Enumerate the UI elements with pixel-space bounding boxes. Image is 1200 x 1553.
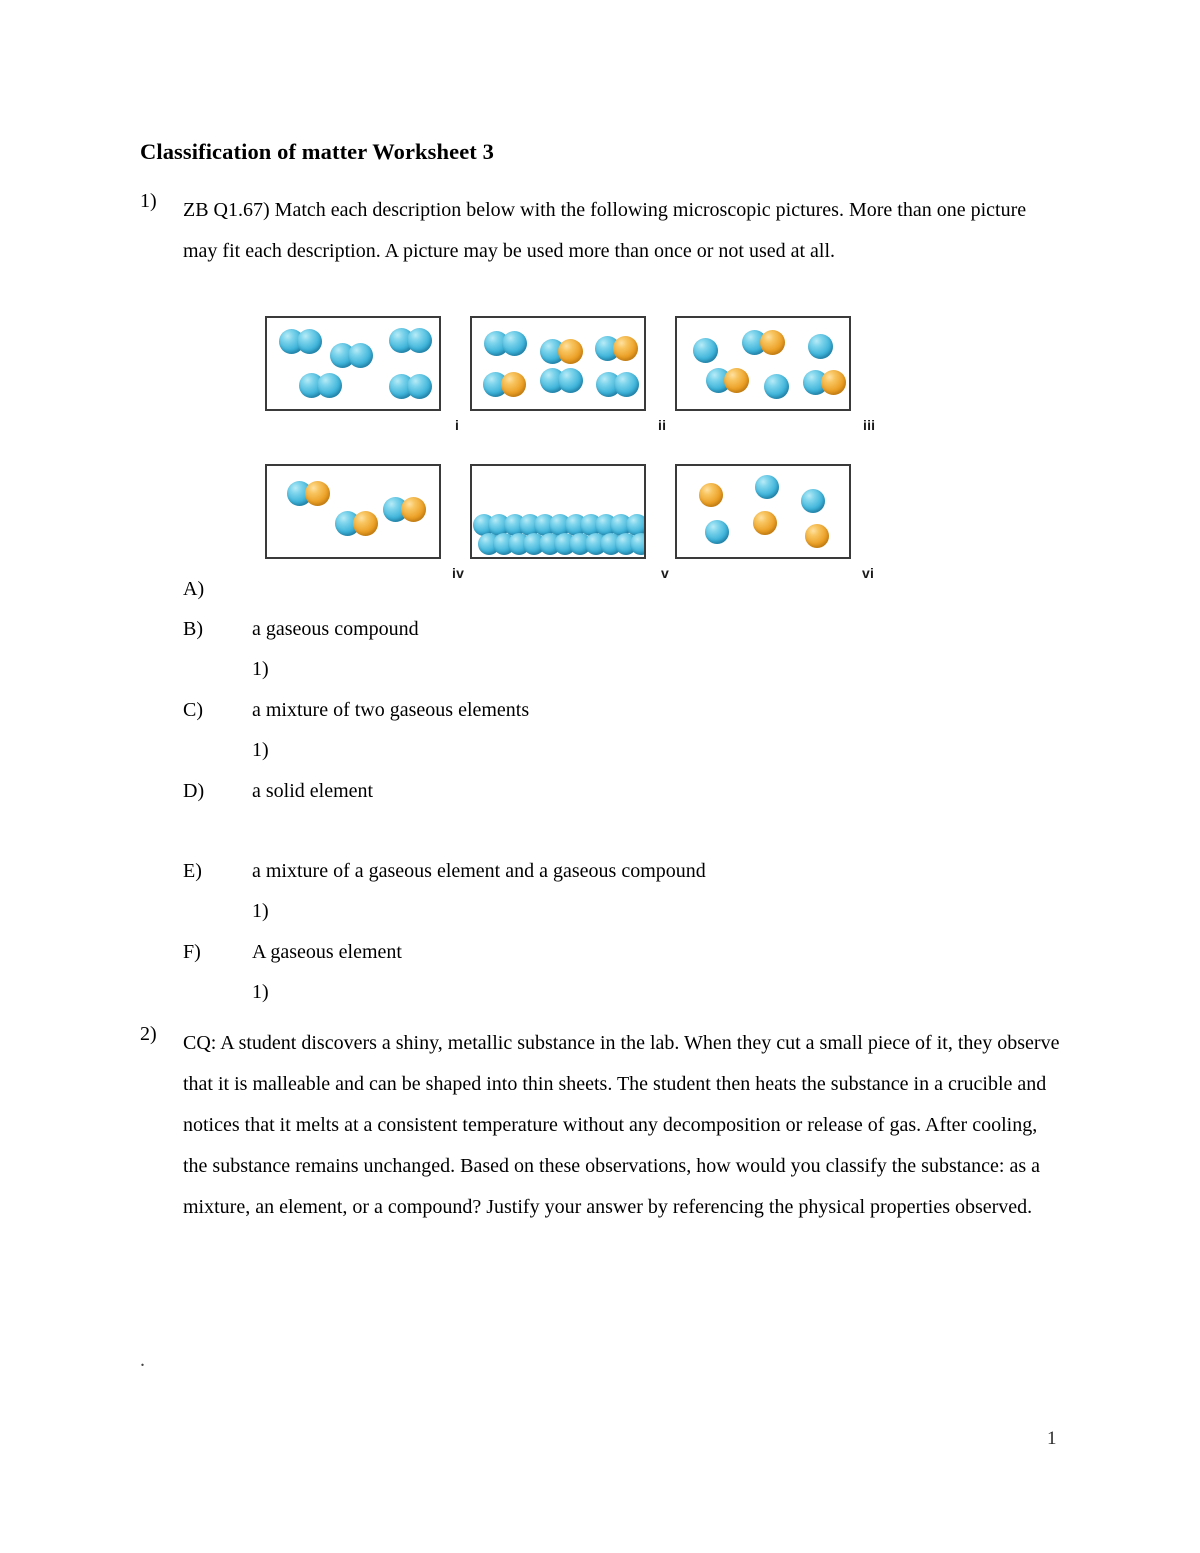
atom-orange — [613, 336, 638, 361]
atom-blue — [705, 520, 729, 544]
microscopic-pictures-figure: i ii iii iv v vi — [265, 316, 875, 588]
answer-sub-c[interactable]: 1) — [252, 739, 269, 761]
picture-label-vi: vi — [862, 565, 875, 581]
question-2-text: CQ: A student discovers a shiny, metalli… — [183, 1032, 1060, 1218]
atom-blue — [764, 374, 789, 399]
picture-panel-iv — [265, 464, 441, 559]
picture-panel-ii — [470, 316, 646, 411]
page-number: 1 — [1047, 1428, 1057, 1449]
atom-orange — [724, 368, 749, 393]
atom-orange — [753, 511, 777, 535]
atom-blue — [297, 329, 322, 354]
atom-orange — [501, 372, 526, 397]
atom-blue — [801, 489, 825, 513]
atom-blue — [317, 373, 342, 398]
stray-period-mark: . — [140, 1349, 145, 1371]
picture-label-i: i — [455, 417, 460, 433]
picture-panel-v — [470, 464, 646, 559]
atom-blue — [808, 334, 833, 359]
answer-letter-e: E) — [183, 860, 202, 882]
answer-text-e: a mixture of a gaseous element and a gas… — [252, 860, 706, 882]
picture-label-iii: iii — [863, 417, 876, 433]
answer-sub-e[interactable]: 1) — [252, 900, 269, 922]
atom-blue — [614, 372, 639, 397]
answer-text-b: a gaseous compound — [252, 618, 419, 640]
atom-blue — [558, 368, 583, 393]
atom-orange — [401, 497, 426, 522]
atom-blue — [502, 331, 527, 356]
atom-orange — [353, 511, 378, 536]
picture-panel-i — [265, 316, 441, 411]
question-1-number: 1) — [140, 190, 157, 212]
atom-orange — [805, 524, 829, 548]
picture-panel-iii — [675, 316, 851, 411]
answer-sub-b[interactable]: 1) — [252, 658, 269, 680]
answer-sub-f[interactable]: 1) — [252, 981, 269, 1003]
answer-letter-b: B) — [183, 618, 203, 640]
atom-orange — [558, 339, 583, 364]
atom-blue — [407, 328, 432, 353]
question-1-text: ZB Q1.67) Match each description below w… — [183, 199, 1027, 262]
atom-orange — [821, 370, 846, 395]
answer-letter-d: D) — [183, 780, 205, 802]
answer-text-c: a mixture of two gaseous elements — [252, 699, 530, 721]
answer-letter-c: C) — [183, 699, 203, 721]
figure-row-top: i ii iii — [265, 316, 875, 433]
answer-letter-f: F) — [183, 941, 201, 963]
answer-text-f: A gaseous element — [252, 941, 402, 963]
atom-blue — [630, 533, 644, 555]
atom-blue — [755, 475, 779, 499]
atom-orange — [760, 330, 785, 355]
atom-orange — [305, 481, 330, 506]
picture-label-ii: ii — [658, 417, 667, 433]
page-title: Classification of matter Worksheet 3 — [140, 139, 494, 164]
picture-panel-vi — [675, 464, 851, 559]
atom-orange — [699, 483, 723, 507]
question-2-number: 2) — [140, 1023, 157, 1045]
atom-blue — [407, 374, 432, 399]
picture-label-v: v — [661, 565, 669, 581]
picture-label-iv: iv — [452, 565, 465, 581]
answer-text-d: a solid element — [252, 780, 374, 802]
atom-blue — [693, 338, 718, 363]
atom-blue — [348, 343, 373, 368]
answer-letter-a: A) — [183, 578, 205, 600]
figure-row-bottom: iv v vi — [265, 464, 874, 581]
atom-blue — [625, 514, 644, 536]
